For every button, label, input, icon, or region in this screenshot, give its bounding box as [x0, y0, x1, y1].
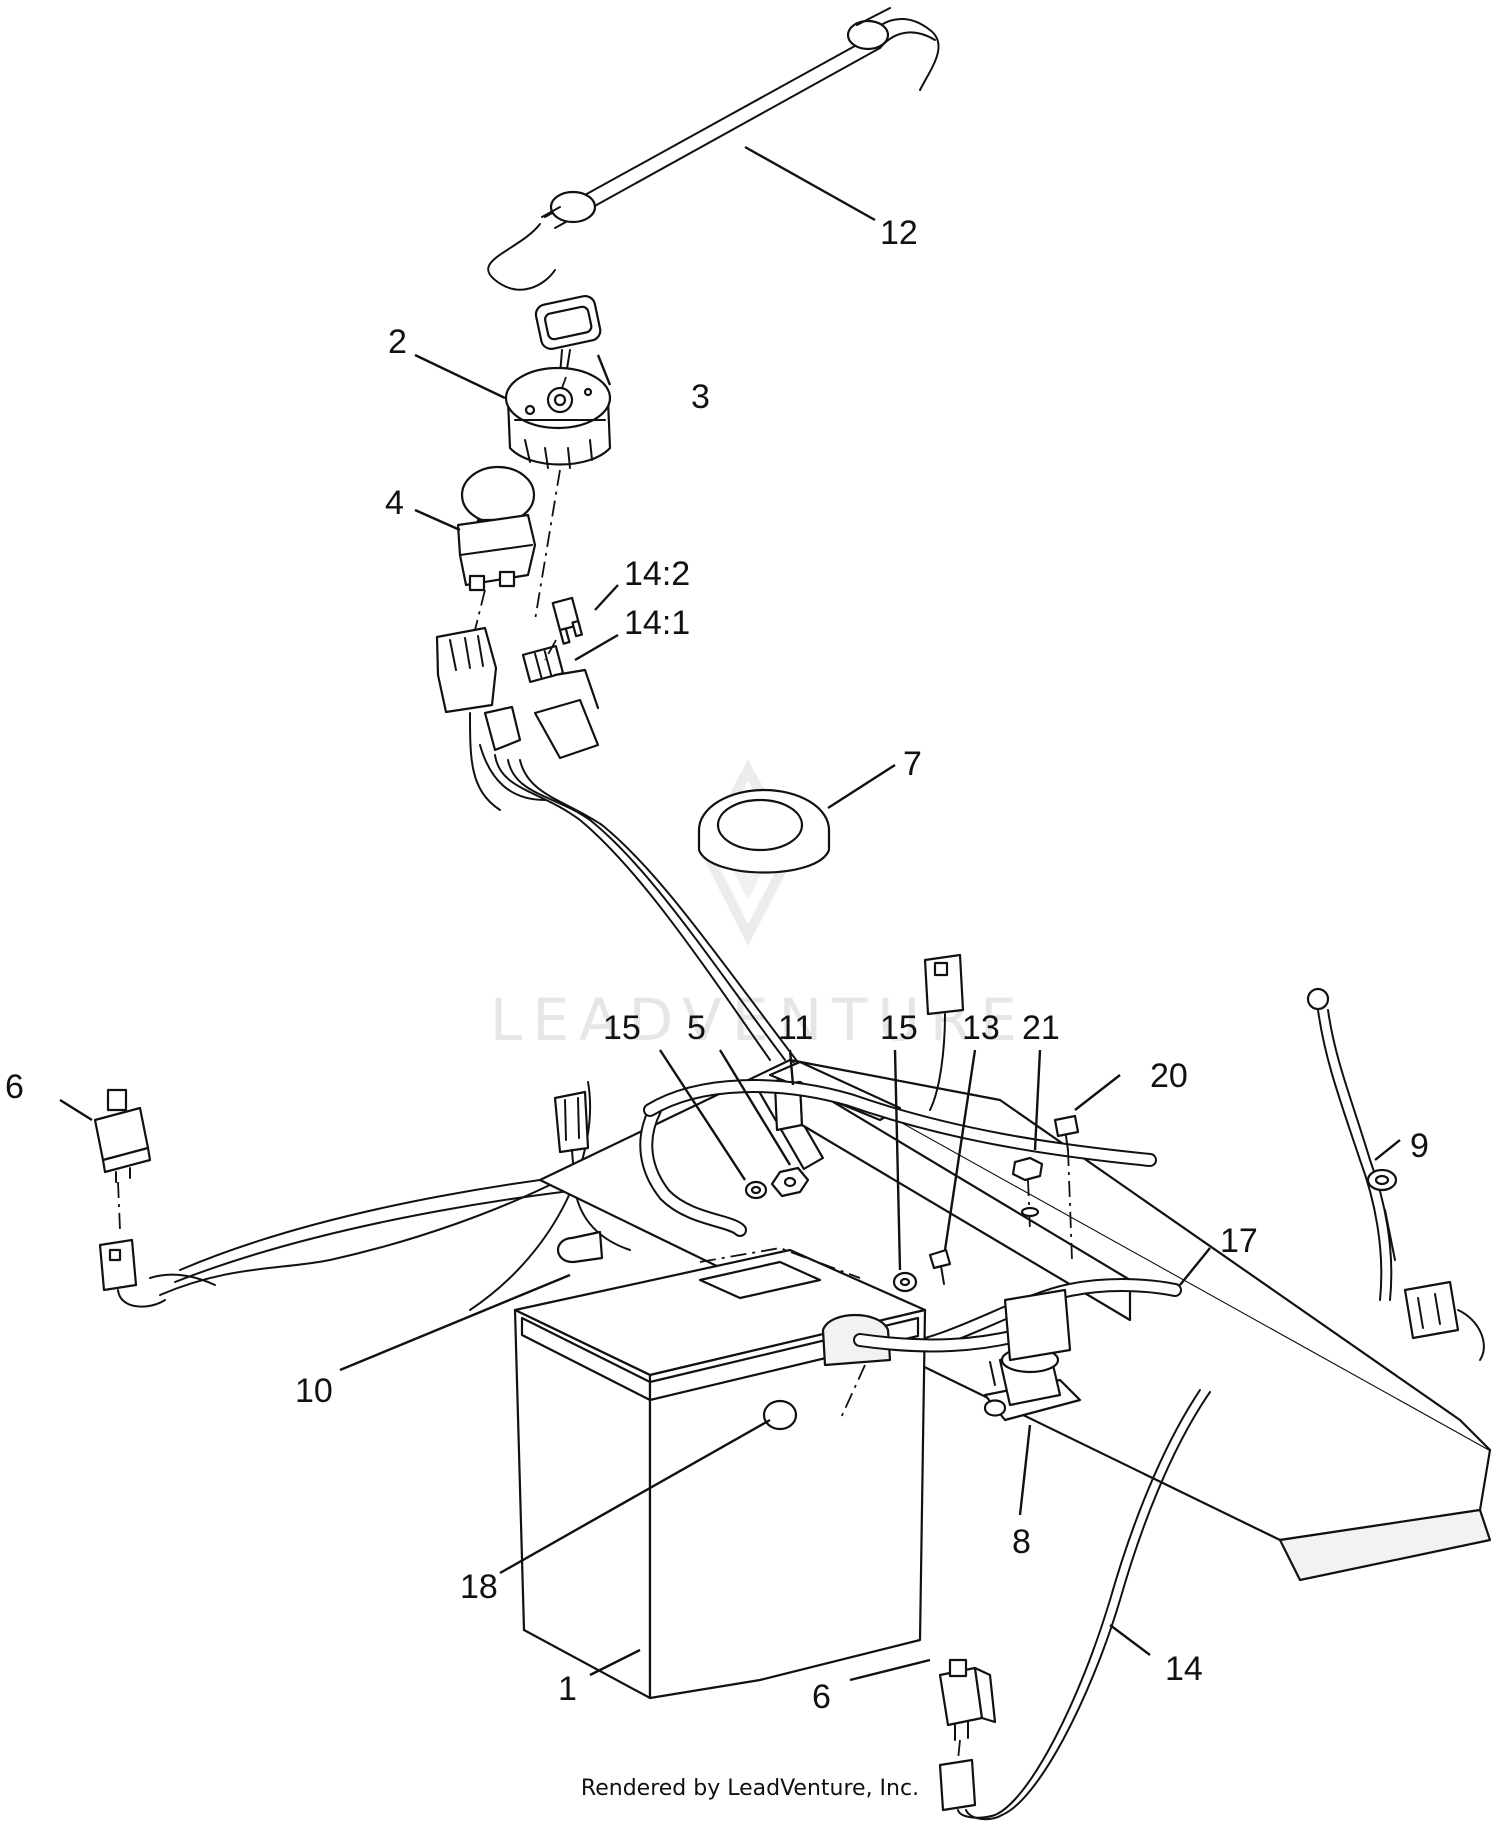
leader-lines	[59, 145, 1401, 1682]
harness-plug-right	[1403, 1280, 1485, 1361]
callout-7: 7	[903, 745, 922, 783]
bolt	[1053, 1114, 1080, 1151]
harness-connectors	[435, 626, 600, 811]
callout-11: 11	[778, 1009, 813, 1047]
callout-9: 9	[1410, 1127, 1429, 1165]
callout-17: 17	[1220, 1222, 1258, 1260]
seat-switch-lower	[938, 1658, 997, 1741]
callout-21: 21	[1022, 1009, 1060, 1047]
clip-18	[762, 1399, 798, 1431]
ignition-switch	[504, 366, 612, 469]
harness-plug-lower	[938, 1389, 1211, 1821]
nut	[1011, 1156, 1044, 1182]
callout-6-upper: 6	[5, 1068, 24, 1106]
harness-plug-upper	[923, 953, 965, 1111]
harness-clip	[556, 1230, 604, 1264]
control-rod	[487, 7, 940, 291]
ignition-key	[534, 295, 602, 376]
fuse-14-1	[521, 644, 565, 684]
callout-15-right: 15	[880, 1009, 918, 1047]
callout-3: 3	[691, 378, 710, 416]
ground-cable	[1306, 987, 1398, 1301]
callout-10: 10	[295, 1372, 333, 1410]
dust-cap	[697, 788, 831, 874]
callout-2: 2	[388, 323, 407, 361]
battery	[513, 1247, 927, 1700]
callout-13: 13	[962, 1009, 1000, 1047]
callout-14-2: 14:2	[624, 555, 690, 593]
render-credit: Rendered by LeadVenture, Inc.	[580, 1776, 920, 1801]
callout-14-1: 14:1	[624, 604, 690, 642]
washer-21	[1020, 1206, 1040, 1218]
callout-12: 12	[880, 214, 918, 252]
washer-15-left	[744, 1180, 768, 1200]
screw-13	[928, 1248, 952, 1285]
callout-14: 14	[1165, 1650, 1203, 1688]
callout-20: 20	[1150, 1057, 1188, 1095]
callout-8: 8	[1012, 1523, 1031, 1561]
washer-15-right	[892, 1271, 918, 1293]
harness-plug-left	[98, 1238, 166, 1308]
callout-15-left: 15	[603, 1009, 641, 1047]
callout-1: 1	[558, 1670, 577, 1708]
starter-solenoid	[983, 1288, 1082, 1422]
callout-18: 18	[460, 1568, 498, 1606]
callouts: 12 2 3 4 14:2 14:1 7 15 5 11 15 13 21 20…	[5, 214, 1429, 1716]
nut-5	[770, 1166, 810, 1198]
fuse-14-2	[551, 596, 583, 645]
pto-switch	[456, 465, 537, 592]
callout-6-lower: 6	[812, 1678, 831, 1716]
seat-switch-left	[93, 1088, 152, 1183]
callout-5: 5	[687, 1009, 706, 1047]
callout-4: 4	[385, 484, 404, 522]
